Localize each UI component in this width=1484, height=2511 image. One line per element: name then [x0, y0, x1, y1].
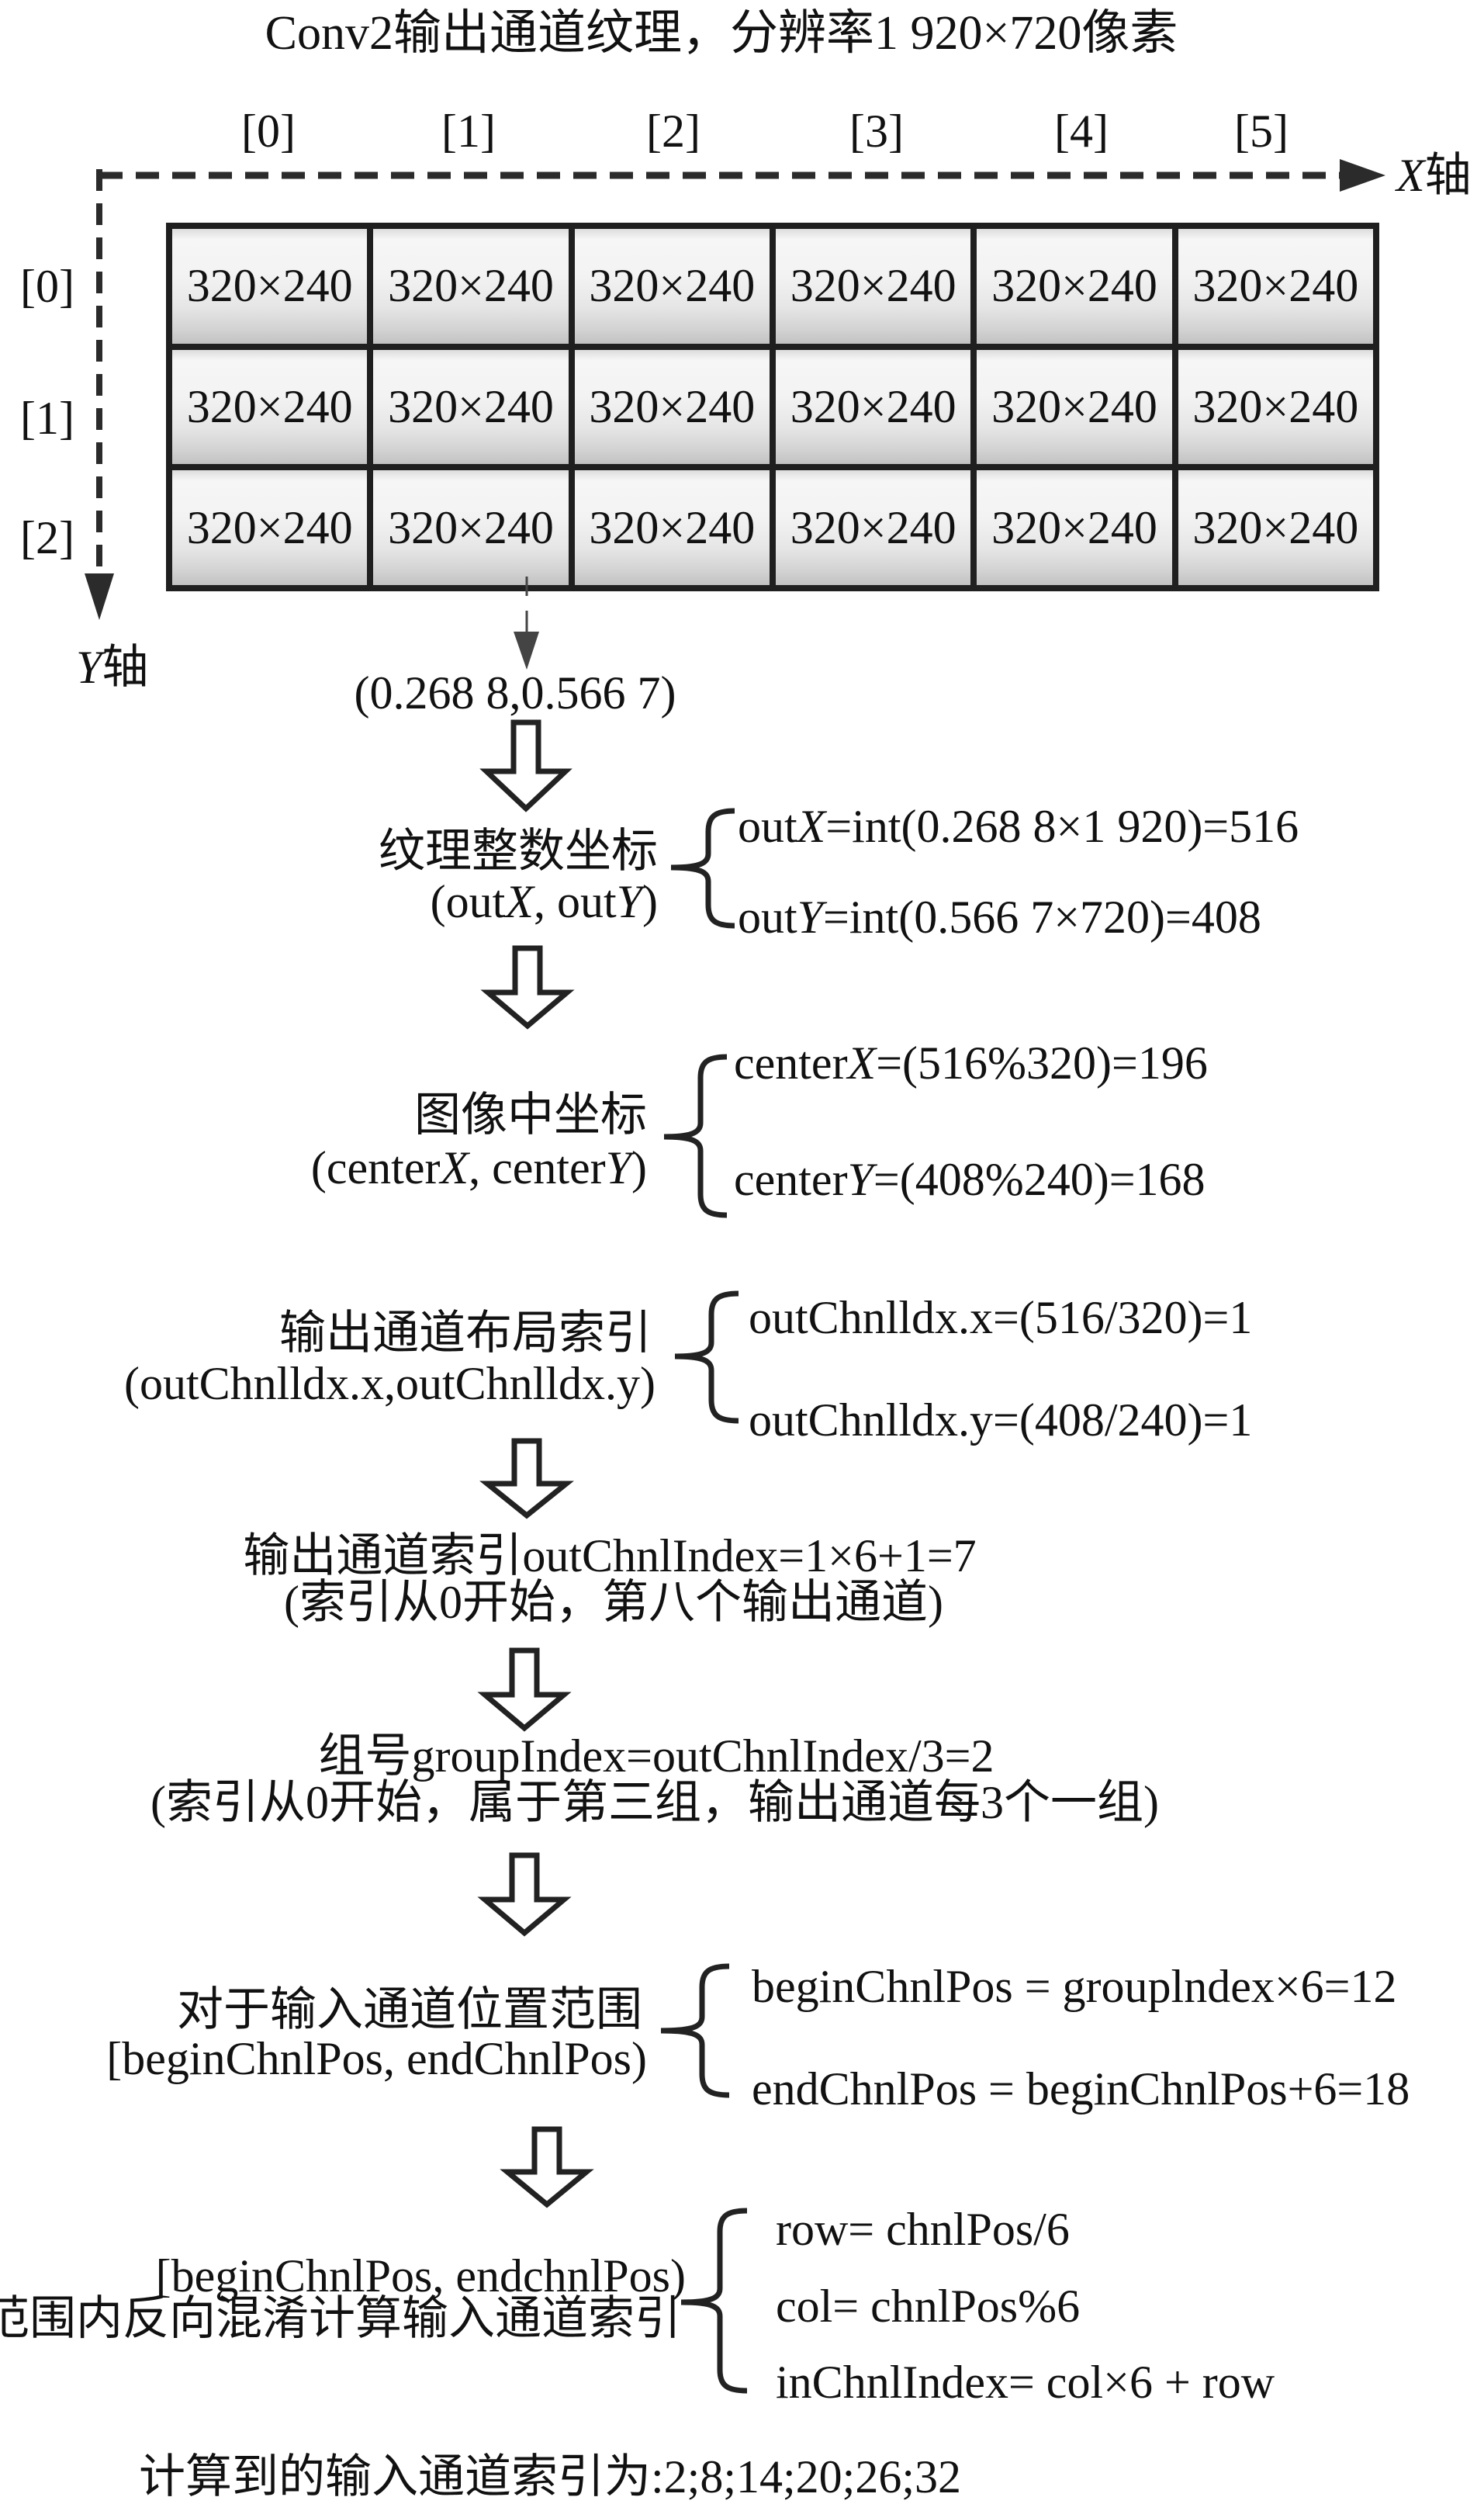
column-label: [4]: [1054, 106, 1109, 157]
step1-formula-x: outX=int(0.268 8×1 920)=516: [738, 803, 1299, 850]
left-brace-icon: [680, 2208, 748, 2394]
grid-cell: 320×240: [1178, 229, 1373, 344]
variable-x: X: [505, 876, 534, 927]
grid-cell: 320×240: [574, 470, 770, 585]
row-label: [1]: [20, 393, 74, 444]
grid-cell: 320×240: [373, 470, 569, 585]
text-segment: ): [631, 1142, 647, 1193]
text-segment: out: [738, 801, 797, 852]
variable-x: X: [440, 1142, 469, 1193]
flow-down-arrow-icon: [479, 719, 572, 812]
grid-cell: 320×240: [1178, 349, 1373, 465]
variable-y: Y: [797, 892, 824, 943]
text-segment: =int(0.566 7×720)=408: [823, 892, 1261, 943]
channel-texture-grid: 320×240 320×240 320×240 320×240 320×240 …: [166, 223, 1379, 591]
step2-formula-x: centerX=(516%320)=196: [734, 1040, 1208, 1086]
flow-down-arrow-icon: [500, 2126, 594, 2208]
left-brace-icon: [674, 1290, 739, 1424]
step7-formula-index: inChnlIndex= col×6 + row: [776, 2357, 1275, 2408]
grid-cell: 320×240: [977, 229, 1172, 344]
text-segment: center: [734, 1037, 848, 1089]
text-segment: out: [738, 892, 797, 943]
step3-label: 输出通道布局索引: [279, 1307, 652, 1359]
text-segment: center: [734, 1154, 848, 1205]
step6-formula-end: endChnlPos = beginChnlPos+6=18: [752, 2063, 1410, 2114]
row-label: [0]: [20, 261, 74, 312]
column-label: [1]: [441, 106, 496, 157]
variable-y: Y: [616, 876, 643, 927]
text-segment: , center: [469, 1142, 606, 1193]
grid-cell: 320×240: [977, 470, 1172, 585]
grid-cell: 320×240: [775, 229, 971, 344]
y-axis-arrowhead-icon: [85, 573, 114, 620]
step4-note: (索引从0开始，第八个输出通道): [284, 1577, 943, 1628]
x-axis-variable: X: [1396, 150, 1425, 201]
step2-label: 图像中坐标: [414, 1089, 647, 1141]
text-segment: =(516%320)=196: [876, 1037, 1208, 1089]
step1-sublabel: (outX, outY): [431, 878, 658, 925]
step6-label: 对于输入通道位置范围: [177, 1984, 642, 2035]
step2-sublabel: (centerX, centerY): [311, 1145, 647, 1191]
step6-formula-begin: beginChnlPos = grouplndex×6=12: [752, 1961, 1397, 2012]
y-axis-label: Y轴: [76, 644, 148, 691]
left-brace-icon: [660, 1963, 730, 2098]
grid-cell: 320×240: [373, 349, 569, 465]
grid-cell: 320×240: [373, 229, 569, 344]
variable-x: X: [847, 1037, 877, 1089]
row-label: [2]: [20, 512, 74, 563]
step7-formula-row: row= chnlPos/6: [776, 2204, 1070, 2255]
step3-sublabel: (outChnlldx.x,outChnlldx.y): [123, 1358, 656, 1409]
diagram-title: Conv2输出通道纹理，分辨率1 920×720像素: [265, 7, 1178, 60]
grid-cell: 320×240: [172, 229, 368, 344]
variable-x: X: [797, 801, 826, 852]
grid-cell: 320×240: [775, 470, 971, 585]
left-brace-icon: [670, 808, 735, 929]
step5-line: 组号groupIndex=outChnlIndex/3=2: [318, 1730, 995, 1782]
text-segment: =(408%240)=168: [873, 1154, 1206, 1205]
result-text: 计算到的输入通道索引为:2;8;14;20;26;32: [139, 2451, 962, 2502]
x-axis-label: X轴: [1396, 152, 1472, 199]
column-label: [2]: [646, 106, 700, 157]
x-axis-arrowhead-icon: [1340, 159, 1385, 192]
x-axis-suffix: 轴: [1424, 150, 1472, 201]
text-segment: =int(0.268 8×1 920)=516: [825, 801, 1299, 852]
step2-formula-y: centerY=(408%240)=168: [734, 1156, 1206, 1203]
flow-down-arrow-icon: [477, 1852, 572, 1937]
step4-line: 输出通道索引outChnlIndex=1×6+1=7: [243, 1530, 977, 1581]
column-label: [3]: [849, 106, 904, 157]
grid-cell: 320×240: [172, 470, 368, 585]
column-label: [5]: [1234, 106, 1289, 157]
step3-formula-x: outChnlldx.x=(516/320)=1: [749, 1292, 1253, 1343]
step7-formula-col: col= chnlPos%6: [776, 2281, 1081, 2332]
text-segment: ): [642, 876, 658, 927]
flow-down-arrow-icon: [479, 1438, 574, 1519]
step5-note: (索引从0开始，属于第三组，输出通道每3个一组): [150, 1777, 1159, 1828]
step6-sublabel: [beginChnlPos, endChnlPos): [106, 2033, 647, 2084]
step1-formula-y: outY=int(0.566 7×720)=408: [738, 894, 1261, 940]
variable-y: Y: [847, 1154, 873, 1205]
step7-label: 范围内反向混淆计算输入通道索引: [0, 2293, 681, 2344]
flow-down-arrow-icon: [480, 945, 575, 1030]
grid-cell: 320×240: [775, 349, 971, 465]
sample-point-coordinates: (0.268 8,0.566 7): [354, 667, 676, 719]
grid-cell: 320×240: [574, 229, 770, 344]
left-brace-icon: [663, 1054, 728, 1218]
y-axis-suffix: 轴: [102, 642, 149, 693]
text-segment: (center: [310, 1142, 441, 1193]
step3-formula-y: outChnlldx.y=(408/240)=1: [749, 1394, 1253, 1446]
grid-cell: 320×240: [977, 349, 1172, 465]
sample-pointer-arrowhead-icon: [514, 632, 539, 670]
variable-y: Y: [605, 1142, 632, 1193]
flow-down-arrow-icon: [477, 1647, 572, 1732]
step7-label-range: [beginChnlPos, endchnlPos): [155, 2250, 686, 2301]
text-segment: , out: [533, 876, 617, 927]
text-segment: (out: [430, 876, 506, 927]
y-axis-variable: Y: [76, 642, 102, 693]
grid-cell: 320×240: [172, 349, 368, 465]
column-label: [0]: [241, 106, 296, 157]
grid-cell: 320×240: [574, 349, 770, 465]
step1-label: 纹理整数坐标: [379, 826, 658, 877]
grid-cell: 320×240: [1178, 470, 1373, 585]
